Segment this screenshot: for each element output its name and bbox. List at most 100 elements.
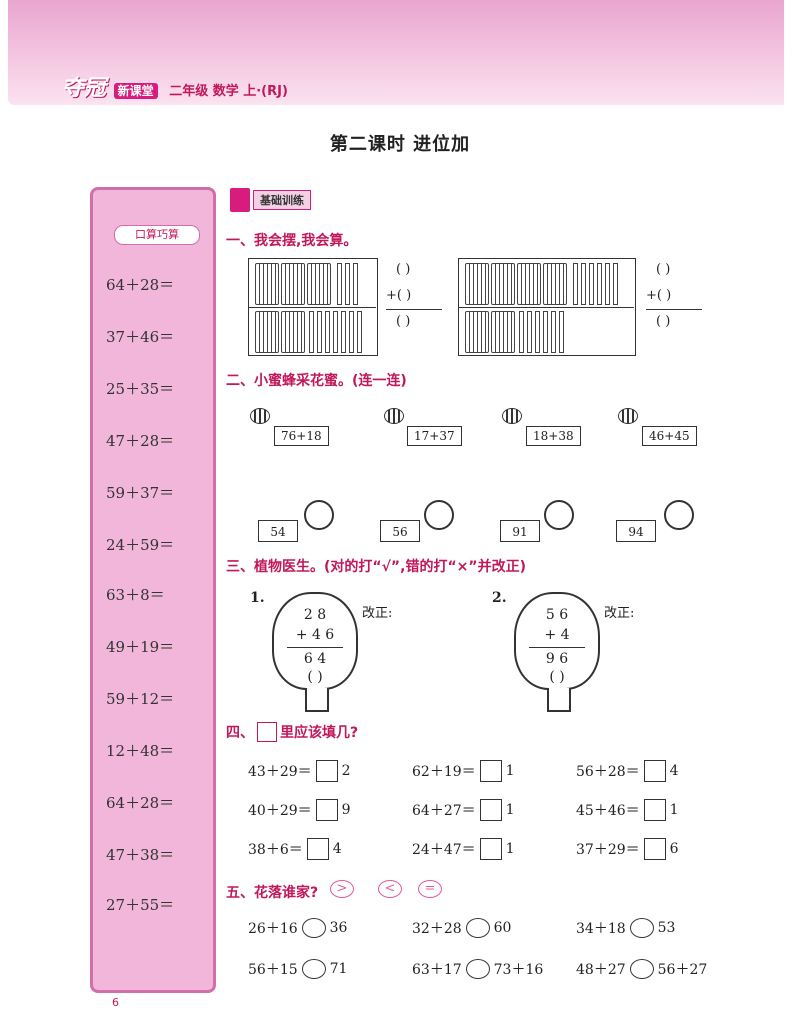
flower-symbol-lt: < xyxy=(378,880,402,898)
sidebar-item: 64＋28＝ xyxy=(106,276,175,294)
addend: + 4 6 xyxy=(295,627,335,643)
addend: 5 6 xyxy=(545,607,569,623)
sum-line xyxy=(287,647,343,648)
sidebar-item: 27＋55＝ xyxy=(106,896,175,914)
page-title: 第二课时 进位加 xyxy=(329,134,471,155)
fill-equation: 37＋29＝6 xyxy=(576,838,679,860)
answer-box[interactable] xyxy=(479,799,502,821)
answer-blank[interactable]: ( ) xyxy=(396,314,411,329)
bee-icon xyxy=(618,408,638,424)
flower-tag[interactable]: 94 xyxy=(616,520,656,542)
compare-cloud[interactable] xyxy=(629,959,654,979)
bee-calc[interactable]: 46+45 xyxy=(642,426,697,446)
grade-subject: 二年级 数学 上·(RJ) xyxy=(169,84,288,99)
brand-logo: 夺冠 xyxy=(62,76,107,101)
sidebar-item: 24＋59＝ xyxy=(106,536,175,554)
sidebar-item: 59＋12＝ xyxy=(106,690,175,708)
flower-icon xyxy=(424,500,454,530)
sum-line xyxy=(529,647,585,648)
flower-icon xyxy=(304,500,334,530)
sidebar-item: 64＋28＝ xyxy=(106,794,175,812)
compare-cloud[interactable] xyxy=(465,959,490,979)
answer-box[interactable] xyxy=(643,760,666,782)
fill-equation: 64＋27＝1 xyxy=(412,799,515,821)
bee-calc[interactable]: 17+37 xyxy=(407,426,462,446)
compare-cloud[interactable] xyxy=(629,918,654,938)
sidebar-item: 59＋37＝ xyxy=(106,484,175,502)
tree-icon xyxy=(514,592,600,690)
bee-icon xyxy=(384,408,404,424)
books-icon xyxy=(230,188,250,212)
bee-icon xyxy=(502,408,522,424)
flower-tag[interactable]: 56 xyxy=(380,520,420,542)
problem-number: 1. xyxy=(250,590,265,606)
answer-box[interactable] xyxy=(306,838,329,860)
addend: 2 8 xyxy=(303,607,327,623)
section-2-heading: 二、小蜜蜂采花蜜。(连一连) xyxy=(226,373,407,389)
answer-blank[interactable]: +( ) xyxy=(386,288,412,303)
sidebar-item: 47＋38＝ xyxy=(106,846,175,864)
flower-tag[interactable]: 91 xyxy=(500,520,540,542)
correction-label: 改正: xyxy=(604,606,635,621)
compare-cloud[interactable] xyxy=(465,918,490,938)
answer-box[interactable] xyxy=(315,760,338,782)
answer-box[interactable] xyxy=(643,799,666,821)
sidebar-item: 49＋19＝ xyxy=(106,638,175,656)
answer-box[interactable] xyxy=(643,838,666,860)
sidebar-item: 63＋8＝ xyxy=(106,586,165,604)
badge-label: 基础训练 xyxy=(253,190,311,210)
fill-equation: 43＋29＝2 xyxy=(248,760,351,782)
flower-icon xyxy=(544,500,574,530)
section-3-heading: 三、植物医生。(对的打“√”,错的打“×”并改正) xyxy=(226,559,526,575)
section-4-heading: 四、 里应该填几? xyxy=(226,722,358,742)
oral-calc-sidebar xyxy=(90,187,216,993)
answer-box[interactable] xyxy=(479,760,502,782)
answer-blank[interactable]: +( ) xyxy=(646,288,672,303)
section-1-heading: 一、我会摆,我会算。 xyxy=(226,233,358,249)
sum-line xyxy=(646,309,702,310)
tree-trunk xyxy=(305,688,329,712)
brand-series: 新课堂 xyxy=(113,83,158,99)
result: 6 4 xyxy=(303,651,327,667)
tree-trunk xyxy=(547,688,571,712)
fill-equation: 38＋6＝4 xyxy=(248,838,342,860)
answer-box[interactable] xyxy=(479,838,502,860)
check-mark-blank[interactable]: ( ) xyxy=(549,669,565,685)
bee-icon xyxy=(250,408,270,424)
answer-blank[interactable]: ( ) xyxy=(396,262,411,277)
sidebar-item: 47＋28＝ xyxy=(106,432,175,450)
bee-calc[interactable]: 18+38 xyxy=(526,426,581,446)
answer-blank[interactable]: ( ) xyxy=(656,262,671,277)
flower-symbol-gt: > xyxy=(330,880,354,898)
compare-cloud[interactable] xyxy=(301,918,326,938)
flower-symbol-eq: = xyxy=(418,880,442,898)
basic-training-badge: 基础训练 xyxy=(230,188,311,212)
section-4-suffix: 里应该填几? xyxy=(280,725,359,741)
fill-equation: 24＋47＝1 xyxy=(412,838,515,860)
compare-cloud[interactable] xyxy=(301,959,326,979)
fill-equation: 45＋46＝1 xyxy=(576,799,679,821)
answer-box[interactable] xyxy=(315,799,338,821)
page-number: 6 xyxy=(112,996,119,1009)
blank-square-icon xyxy=(257,722,277,742)
flower-tag[interactable]: 54 xyxy=(258,520,298,542)
fill-equation: 40＋29＝9 xyxy=(248,799,351,821)
bee-calc[interactable]: 76+18 xyxy=(274,426,329,446)
sidebar-item: 12＋48＝ xyxy=(106,742,175,760)
sidebar-item: 37＋46＝ xyxy=(106,328,175,346)
sticks-diagram-1 xyxy=(248,258,378,356)
sidebar-title: 口算巧算 xyxy=(114,225,200,245)
section-4-prefix: 四、 xyxy=(226,725,254,741)
sidebar-item: 25＋35＝ xyxy=(106,380,175,398)
brand: 夺冠 新课堂 二年级 数学 上·(RJ) xyxy=(62,70,288,102)
fill-equation: 56＋28＝4 xyxy=(576,760,679,782)
answer-blank[interactable]: ( ) xyxy=(656,314,671,329)
sticks-diagram-2 xyxy=(458,258,636,356)
section-5-heading: 五、花落谁家? xyxy=(226,885,319,901)
check-mark-blank[interactable]: ( ) xyxy=(307,669,323,685)
